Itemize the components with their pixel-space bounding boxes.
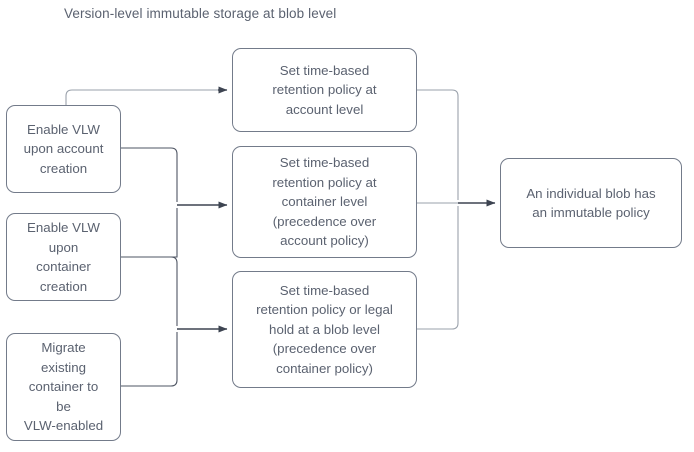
node-label: Set time-based retention policy at conta…: [272, 155, 377, 249]
node-label: Enable VLW upon container creation: [27, 220, 100, 294]
node-retention-policy-account-level[interactable]: Set time-based retention policy at accou…: [232, 48, 417, 132]
edge-enable-vlw-container-to-retention-container: [121, 208, 178, 258]
node-label: Migrate existing container to be VLW-ena…: [23, 340, 104, 434]
edge-enable-vlw-account-to-retention-account: [65, 86, 228, 105]
node-retention-policy-or-legal-hold-blob-level[interactable]: Set time-based retention policy or legal…: [232, 271, 417, 388]
node-label: Set time-based retention policy at accou…: [272, 62, 377, 117]
node-enable-vlw-upon-account-creation[interactable]: Enable VLW upon account creation: [6, 105, 121, 193]
node-label: Enable VLW upon account creation: [23, 121, 104, 176]
node-retention-policy-container-level[interactable]: Set time-based retention policy at conta…: [232, 146, 417, 258]
edge-retention-blob-to-immutable-policy: [417, 206, 459, 330]
diagram-title: Version-level immutable storage at blob …: [64, 6, 337, 21]
node-label: Set time-based retention policy or legal…: [256, 282, 393, 376]
edge-retention-account-to-immutable-policy: [417, 89, 459, 200]
node-individual-blob-immutable-policy[interactable]: An individual blob has an immutable poli…: [500, 158, 682, 248]
edge-enable-vlw-account-to-retention-container: [121, 147, 178, 202]
node-label: An individual blob has an immutable poli…: [526, 185, 656, 221]
node-migrate-existing-container[interactable]: Migrate existing container to be VLW-ena…: [6, 333, 121, 441]
edge-enable-vlw-container-to-retention-blob: [121, 256, 178, 326]
edge-migrate-container-to-retention-blob: [121, 332, 178, 387]
node-enable-vlw-upon-container-creation[interactable]: Enable VLW upon container creation: [6, 213, 121, 301]
